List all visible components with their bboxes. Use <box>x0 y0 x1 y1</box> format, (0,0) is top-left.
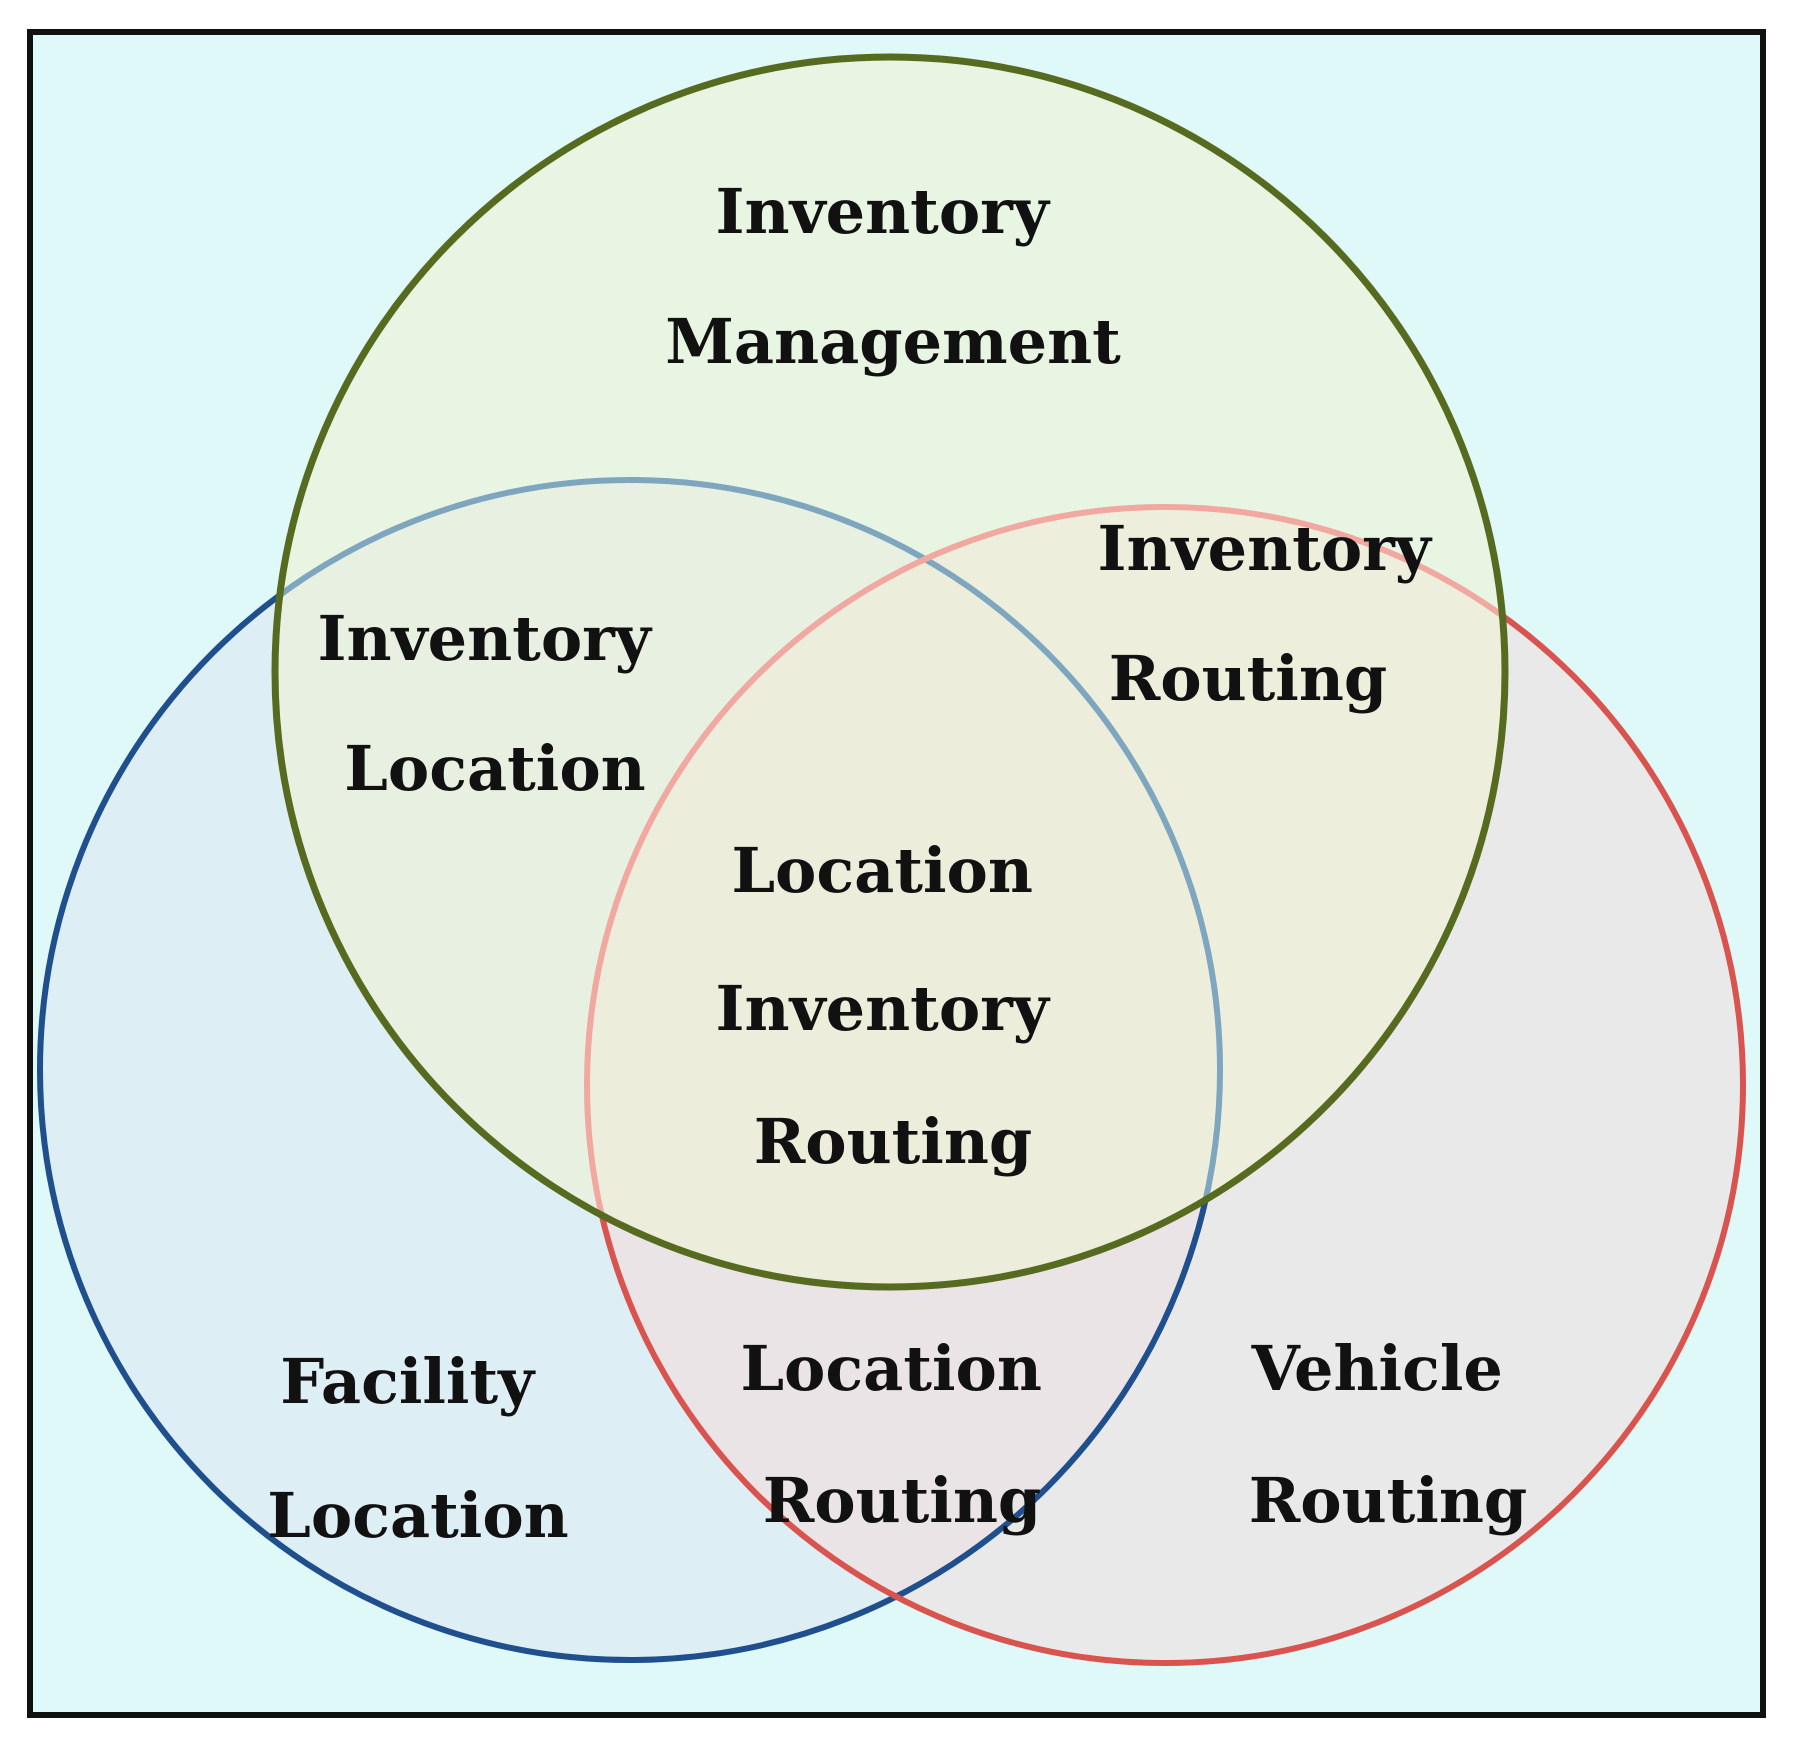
label-line: Inventory <box>318 602 653 675</box>
inventory-management-circle-fill <box>275 57 1505 1287</box>
label-line: Location <box>731 834 1033 907</box>
label-line: Routing <box>1249 1464 1528 1537</box>
label-location-inventory-routing: Location Inventory Routing <box>716 834 1071 1178</box>
label-line: Inventory <box>1098 512 1433 585</box>
label-vehicle-routing: Vehicle Routing <box>1249 1332 1528 1537</box>
label-line: Inventory <box>716 175 1051 248</box>
label-line: Routing <box>1109 642 1388 715</box>
label-line: Inventory <box>716 972 1051 1045</box>
label-line: Facility <box>280 1345 536 1418</box>
circle-fills <box>40 57 1743 1663</box>
label-inventory-location: Inventory Location <box>318 602 673 805</box>
label-line: Routing <box>763 1464 1042 1537</box>
label-line: Location <box>344 732 646 805</box>
label-line: Management <box>665 305 1121 378</box>
label-inventory-routing: Inventory Routing <box>1098 512 1453 715</box>
label-line: Location <box>740 1332 1042 1405</box>
circle-outlines <box>37 53 1746 1666</box>
labels: Inventory Management Inventory Routing I… <box>267 175 1527 1552</box>
label-line: Location <box>267 1479 569 1552</box>
label-facility-location: Facility Location <box>267 1345 569 1552</box>
label-location-routing: Location Routing <box>740 1332 1063 1537</box>
label-line: Vehicle <box>1251 1332 1503 1405</box>
inventory-management-circle-outline <box>271 53 1509 1291</box>
label-line: Routing <box>754 1105 1033 1178</box>
vehicle-routing-circle-inner-arc <box>584 504 1505 1287</box>
label-inventory-management: Inventory Management <box>665 175 1121 378</box>
facility-location-circle-inner-arc <box>275 477 1223 1287</box>
